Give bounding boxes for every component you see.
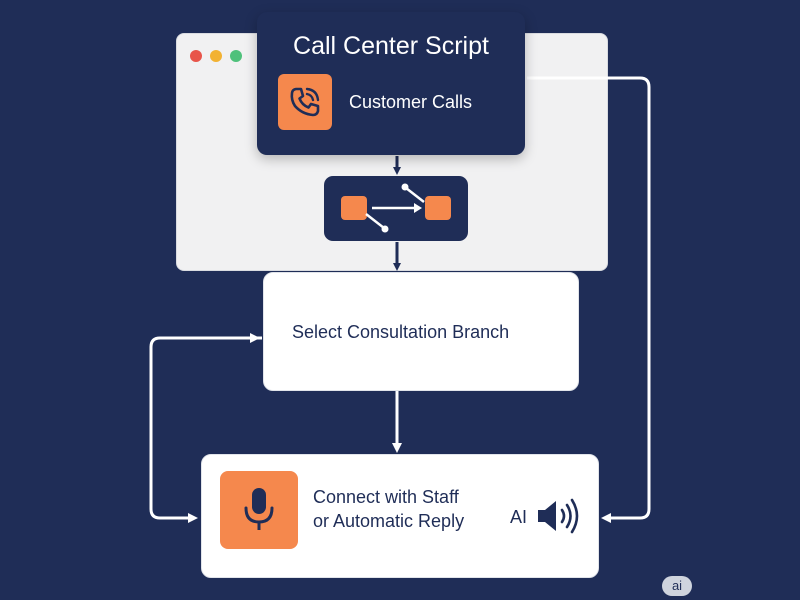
- window-minimize-dot: [210, 50, 222, 62]
- ai-label: AI: [510, 507, 528, 527]
- speaker-icon: [538, 498, 579, 534]
- routing-icon: [324, 176, 468, 241]
- ai-badge: ai: [662, 576, 692, 596]
- step-connect: Connect with Staff or Automatic Reply: [313, 485, 464, 533]
- connect-line-1: Connect with Staff: [313, 487, 459, 507]
- title-card: Call Center Script Customer Calls: [257, 12, 525, 155]
- microphone-icon: [220, 471, 298, 549]
- window-maximize-dot: [230, 50, 242, 62]
- phone-icon: [278, 74, 332, 130]
- diagram-title: Call Center Script: [293, 32, 489, 60]
- connect-card: Connect with Staff or Automatic Reply AI: [201, 454, 599, 578]
- step-customer-calls: Customer Calls: [349, 92, 473, 112]
- select-branch-card: Select Consultation Branch: [263, 272, 579, 391]
- connect-line-2: or Automatic Reply: [313, 511, 465, 531]
- window-close-dot: [190, 50, 202, 62]
- arrow-loop-right: [527, 76, 651, 523]
- step-select-branch: Select Consultation Branch: [292, 322, 510, 342]
- arrow-loop-left-to-connect: [149, 336, 262, 523]
